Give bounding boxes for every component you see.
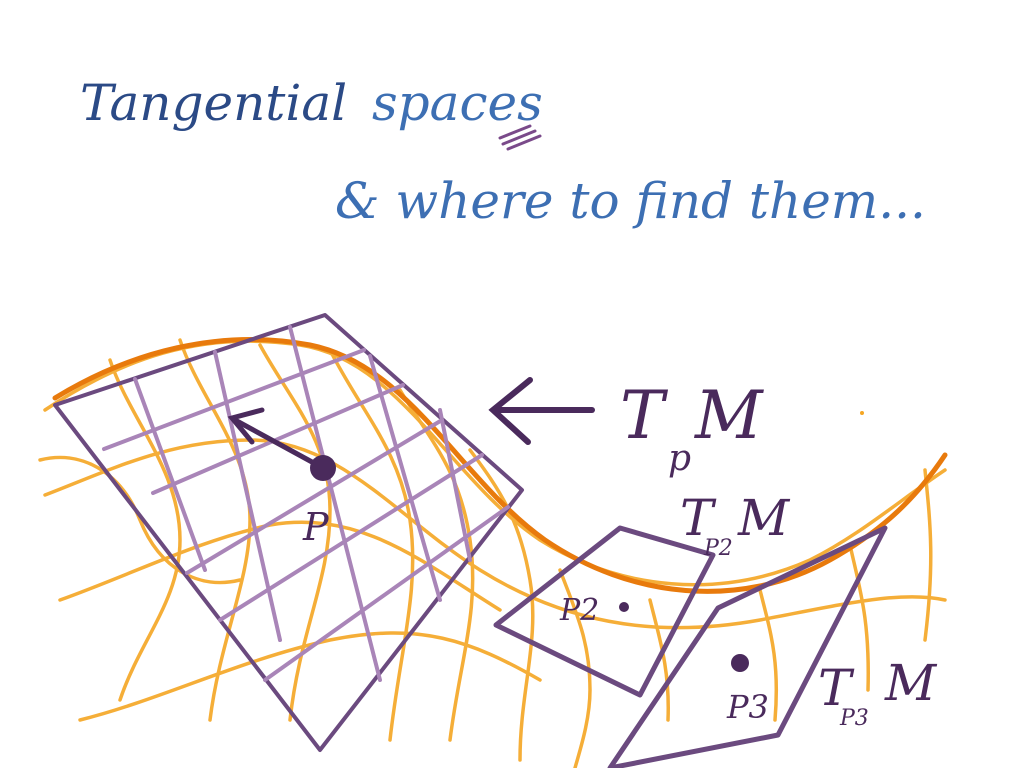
manifold-surface: [38, 338, 947, 768]
tp2m-m: M: [737, 489, 791, 547]
tp3m-sub: P3: [839, 706, 869, 731]
tangent-plane-p2: P2: [493, 525, 716, 698]
tpm-main-sub: p: [668, 438, 691, 479]
point-p2: [619, 602, 629, 612]
tp2m-sub: P2: [703, 536, 733, 561]
title-tangential: Tangential: [80, 74, 347, 132]
tp2m-t: T: [680, 489, 717, 547]
title-spaces: spaces: [372, 74, 543, 132]
tangent-plane-p: [53, 313, 524, 752]
stray-dot: [860, 411, 864, 415]
label-tp3m: T P3 M: [818, 654, 938, 731]
point-p3: [731, 654, 749, 672]
tp3m-t: T: [818, 659, 855, 717]
label-point-p2: P2: [559, 593, 599, 628]
label-point-p3: P3: [726, 688, 769, 726]
tangent-plane-p3: P3: [607, 525, 888, 768]
tangent-vector-arrow: [227, 407, 326, 471]
label-tp2m: T P2 M: [680, 489, 791, 561]
tpm-main-m: M: [694, 377, 764, 454]
tpm-main-t: T: [620, 377, 669, 454]
manifold-geodesic-curve: [52, 337, 948, 594]
spaces-underline-strokes: [498, 124, 542, 151]
pointer-arrow: [488, 377, 595, 445]
label-tpm-main: T p M: [620, 377, 764, 479]
title-where-to-find: & where to find them...: [335, 172, 926, 230]
label-point-p: P: [302, 505, 330, 549]
title: Tangential spaces & where to find them..…: [80, 74, 926, 230]
point-p: [310, 455, 336, 481]
tp3m-m: M: [884, 654, 938, 712]
tangent-plane-grid: [102, 325, 510, 682]
